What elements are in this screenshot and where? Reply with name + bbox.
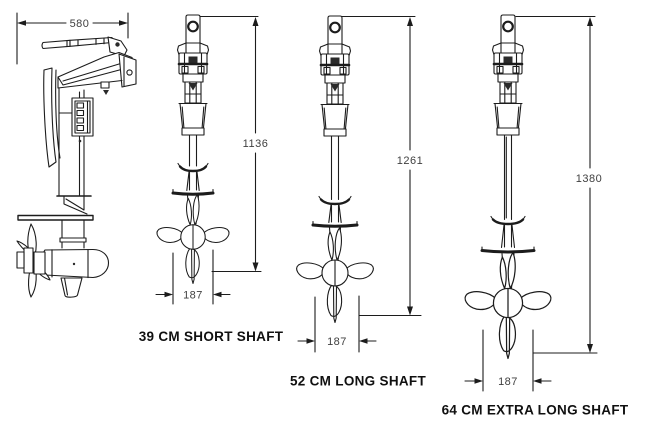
clamp-block [58,87,94,197]
dim-overall-width: 580 [16,12,129,65]
dim-arrow-up [252,17,259,26]
drive-shaft [330,135,340,201]
dim-witness-lines [482,329,534,392]
dim-arrow-down [587,344,593,353]
dim-arrow-left [17,20,26,26]
upper-fin [491,218,525,226]
dim-width-long-shaft: 187 [297,295,377,353]
front-view-motor-long-shaft [296,14,374,324]
label-short-shaft: 39 CM SHORT SHAFT [139,329,284,344]
dim-witness-lines [172,249,214,305]
width-value-extra-long: 187 [498,376,518,388]
dim-arrow-down [252,262,259,272]
dim-height-extra-long-shaft: 1380 [515,15,602,354]
propeller-side [16,223,51,298]
anti-ventilation-plate [171,191,215,196]
engine-body [57,51,137,95]
dim-arrow-down [407,306,413,316]
dim-height-short-shaft: 1136 [197,15,269,273]
dim-width-extra-long-shaft: 187 [464,329,552,392]
tiller-handle [41,36,128,57]
drive-shaft [503,134,513,221]
dim-witness-lines [314,295,360,353]
side-view-motor [16,36,137,298]
dim-arrow-right [119,20,128,26]
height-value-short: 1136 [243,138,269,150]
height-value-long: 1261 [397,155,423,167]
front-view-motor-short-shaft [156,13,230,285]
propeller-front [156,194,230,285]
anti-ventilation-plate [480,249,536,254]
dim-arrow-up [587,17,593,26]
dim-width-short-shaft: 187 [155,249,231,305]
width-value-long: 187 [327,336,347,348]
dim-arrow-up [407,17,413,26]
gearcase-torpedo [41,248,110,279]
propeller-front [296,227,374,324]
dim-height-long-shaft: 1261 [340,15,423,317]
overall-width-value: 580 [70,18,90,30]
drive-shaft [188,134,198,167]
anti-ventilation-plate [311,223,359,228]
leg-and-plate [17,195,94,249]
dim-witness-lines [16,12,129,65]
skeg [60,277,83,298]
width-value-short: 187 [183,290,203,302]
upper-fin [319,198,351,206]
height-value-extra-long: 1380 [576,173,602,185]
label-long-shaft: 52 CM LONG SHAFT [290,374,427,389]
upper-fin [178,165,208,173]
propeller-front [464,251,552,360]
front-view-motor-extra-long-shaft [464,13,552,360]
label-extra-long-shaft: 64 CM EXTRA LONG SHAFT [442,403,629,418]
